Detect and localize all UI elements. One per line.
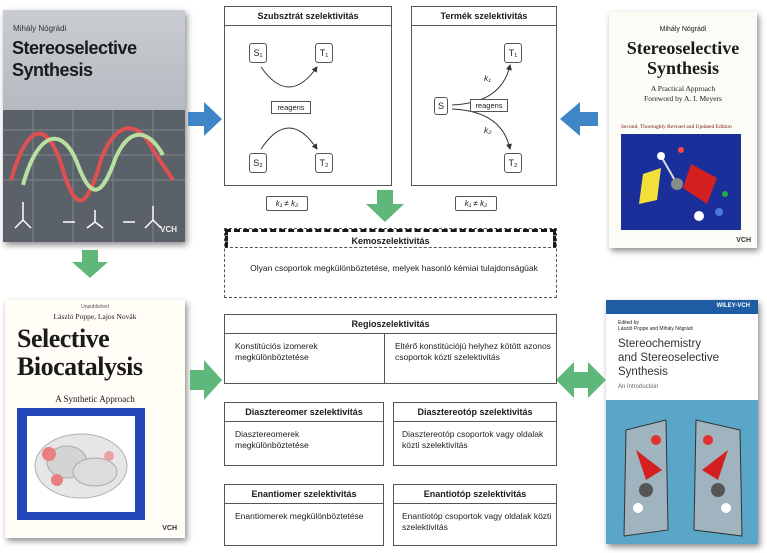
- reaction-arrows: [260, 66, 318, 150]
- book-author: Mihály Nógrádi: [13, 24, 67, 33]
- cover-top-band: [606, 300, 758, 314]
- rate-inequality-label: k₁ ≠ k₂: [266, 196, 308, 211]
- book-title-line1: Selective: [17, 324, 110, 353]
- book-title-line1: Stereoselective: [12, 38, 137, 58]
- diastereomer-selectivity-box: Diasztereomer szelektivitás Diasztereome…: [224, 402, 384, 466]
- node-s1: S₁: [249, 43, 267, 63]
- book-title-line1: Stereoselective: [626, 38, 740, 58]
- node-t1: T₁: [504, 43, 522, 63]
- box-title: Regioszelektivitás: [225, 315, 556, 334]
- node-s: S: [434, 97, 448, 115]
- box-title: Diasztereotóp szelektivitás: [394, 403, 556, 422]
- substrate-selectivity-box: Szubsztrát szelektivitás S₁ T₁ S₂ T₂ rea…: [224, 6, 392, 186]
- publisher-logo: VCH: [736, 237, 751, 244]
- book-cover-selective-biocatalysis: Unpublished László Poppe, Lajos Novák Se…: [5, 300, 185, 538]
- box-title: Diasztereomer szelektivitás: [225, 403, 383, 422]
- book-eyebrow: Unpublished: [81, 304, 109, 310]
- book-edition: Second, Thoroughly Revised and Updated E…: [621, 124, 732, 130]
- book-editors: László Poppe and Mihály Nógrádi: [618, 326, 693, 332]
- box-text-right: Eltérő konstitúciójú helyhez kötött azon…: [395, 341, 551, 362]
- rate-inequality-label: k₁ ≠ k₂: [455, 196, 497, 211]
- cover-enzyme-illustration: [17, 408, 145, 520]
- chemoselectivity-box: Kemoszelektivitás Olyan csoportok megkül…: [224, 228, 557, 298]
- reagent-label: reagens: [470, 99, 508, 112]
- edited-by-label: Edited by: [618, 320, 639, 326]
- book-cover-stereochemistry: WILEY-VCH Edited by László Poppe and Mih…: [606, 300, 758, 544]
- regioselectivity-box: Regioszelektivitás Konstitúciós izomerek…: [224, 314, 557, 384]
- publisher-logo: VCH: [162, 525, 177, 532]
- diastereotop-selectivity-box: Diasztereotóp szelektivitás Diasztereotó…: [393, 402, 557, 466]
- book-author: Mihály Nógrádi: [659, 26, 707, 33]
- arrow-down-icon: [72, 250, 108, 278]
- box-title: Szubsztrát szelektivitás: [225, 7, 391, 26]
- cover-chart-illustration: [3, 110, 185, 242]
- box-title: Enantiotóp szelektivitás: [394, 485, 556, 504]
- box-text: Diasztereotóp csoportok vagy oldalak köz…: [402, 429, 544, 450]
- publisher-logo: WILEY-VCH: [716, 303, 750, 309]
- book-foreword: Foreword by A. I. Meyers: [644, 94, 722, 103]
- enantiotop-selectivity-box: Enantiotóp szelektivitás Enantiotóp csop…: [393, 484, 557, 546]
- product-selectivity-box: Termék szelektivitás T₁ S T₂ k₁ k₂ reage…: [411, 6, 557, 186]
- book-title-line3: Synthesis: [618, 366, 668, 378]
- box-title: Kemoszelektivitás: [225, 229, 556, 248]
- arrow-right-icon: [190, 360, 222, 400]
- enzyme-surface-icon: [34, 433, 128, 499]
- node-t1: T₁: [315, 43, 333, 63]
- reagent-label: reagens: [271, 101, 311, 114]
- book-title: Stereoselective Synthesis: [609, 38, 757, 78]
- box-title: Enantiomer szelektivitás: [225, 485, 383, 504]
- book-subtitle: A Practical Approach: [650, 84, 716, 93]
- book-title-line1: Stereochemistry: [618, 338, 702, 350]
- arrow-right-icon: [188, 102, 222, 136]
- book-authors: László Poppe, Lajos Novák: [53, 312, 137, 321]
- box-text: Enantiotóp csoportok vagy oldalak közti …: [402, 511, 552, 532]
- book-title-line2: Synthesis: [646, 58, 720, 78]
- book-cover-stereoselective-synthesis-vch: Mihály Nógrádi Stereoselective Synthesis…: [3, 10, 185, 242]
- node-s2: S₂: [249, 153, 267, 173]
- cover-top-panel: [3, 10, 185, 110]
- rate-k2-label: k₂: [484, 125, 492, 135]
- book-title-line2: and Stereoselective: [618, 352, 720, 364]
- book-cover-stereoselective-synthesis-2nd-edition: Mihály Nógrádi Stereoselective Synthesis…: [609, 12, 757, 248]
- box-text: Olyan csoportok megkülönböztetése, melye…: [250, 263, 538, 273]
- rate-k1-label: k₁: [484, 73, 491, 83]
- reaction-arrows: [451, 64, 512, 150]
- book-subtitle: A Synthetic Approach: [55, 394, 135, 404]
- box-text: Diasztereomerek megkülönböztetése: [235, 429, 309, 450]
- book-subtitle: An Introduction: [618, 384, 659, 390]
- publisher-logo: VCH: [160, 225, 177, 234]
- cover-molecule-illustration: [606, 400, 758, 544]
- cover-molecule-illustration: [621, 134, 741, 230]
- node-t2: T₂: [315, 153, 333, 173]
- book-title-line2: Biocatalysis: [17, 352, 143, 381]
- box-text: Enantiomerek megkülönböztetése: [235, 511, 364, 521]
- box-text-left: Konstitúciós izomerek megkülönböztetése: [235, 341, 318, 362]
- enantiomer-selectivity-box: Enantiomer szelektivitás Enantiomerek me…: [224, 484, 384, 546]
- arrow-left-icon: [560, 102, 598, 136]
- book-title-line2: Synthesis: [12, 60, 93, 80]
- box-title: Termék szelektivitás: [412, 7, 556, 26]
- node-t2: T₂: [504, 153, 522, 173]
- double-arrow-icon: [556, 362, 606, 398]
- arrow-down-icon: [366, 190, 404, 222]
